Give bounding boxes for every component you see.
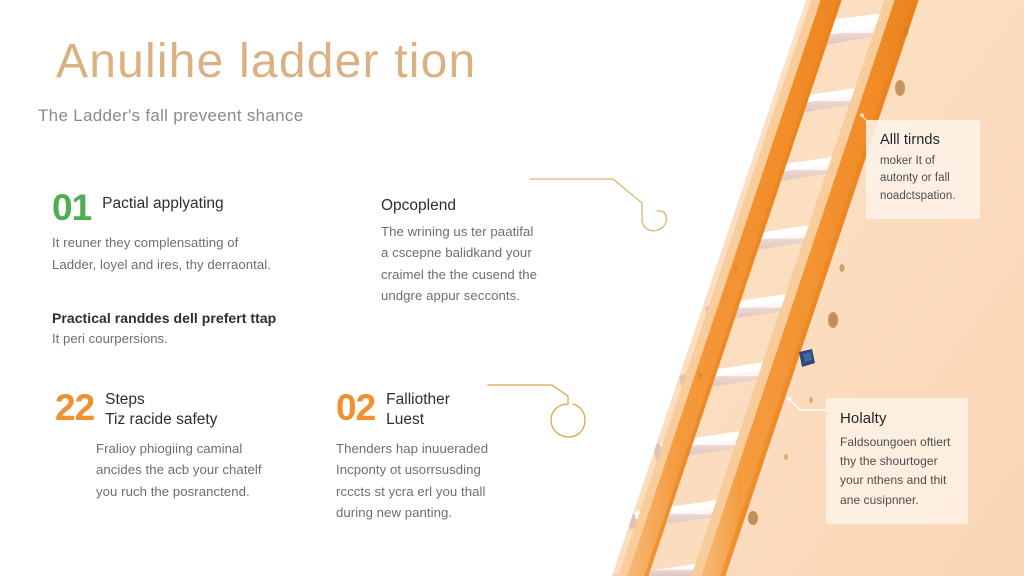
wood-knot <box>784 454 788 460</box>
block-number-01: 01 <box>52 187 92 228</box>
wood-knot <box>839 264 845 272</box>
body-line: ancides the acb your chatelf <box>96 462 262 478</box>
body-line: The wrining us ter paatifal <box>381 224 534 239</box>
content-block-01: 01 Pactial applyating It reuner they com… <box>52 187 271 275</box>
block-body-02: Thenders hap inuueraded Incponty ot usor… <box>336 438 488 524</box>
wood-knot <box>748 511 758 525</box>
callout-card-bottom: Holalty Faldsoungoen oftiert thy the sho… <box>826 398 968 524</box>
block-heading-row: 01 Pactial applyating <box>52 187 271 228</box>
body-line: Incponty ot usorrsusding <box>336 462 481 478</box>
block-heading-row: 02 Falliother Luest <box>336 387 488 431</box>
heading-line: Luest <box>386 411 425 429</box>
block-number-22: 22 <box>55 387 95 428</box>
content-block-22: 22 Steps Tiz racide safety Fralioy phiog… <box>55 387 262 502</box>
content-block-opcoplend: Opcoplend The wrining us ter paatifal a … <box>381 197 537 307</box>
callout-line: autonty or fall <box>880 172 950 185</box>
callout-card-top: Alll tirnds moker It of autonty or fall … <box>866 120 980 220</box>
body-line: It reuner they complensatting of <box>52 235 239 251</box>
connector-line-top <box>529 178 668 232</box>
connector-line-bottom <box>487 384 586 438</box>
sub-block-heading: Practical randdes dell prefert ttap <box>52 310 277 326</box>
body-line: craimel the the cusend the <box>381 266 537 282</box>
callout-line: your nthens and thit <box>840 473 947 488</box>
heading-line: Pactial applyating <box>102 195 224 212</box>
body-line: a cscepne balidkand your <box>381 245 532 261</box>
body-line: you ruch the posranctend. <box>96 483 250 499</box>
wood-knot <box>828 312 838 328</box>
wood-knot <box>734 265 738 271</box>
blue-marker-icon <box>799 349 815 367</box>
body-line: Thenders hap inuueraded <box>336 440 489 456</box>
page-subtitle: The Ladder's fall preveent shance <box>38 106 304 125</box>
block-body-22: Fralioy phiogiing caminal ancides the ac… <box>96 438 262 502</box>
content-sub-block: Practical randdes dell prefert ttap It p… <box>52 310 276 349</box>
heading-line: Steps <box>105 391 145 408</box>
content-block-02: 02 Falliother Luest Thenders hap inuuera… <box>336 387 488 524</box>
body-line: rcccts st ycra erl you thall <box>336 483 486 499</box>
body-line: during new panting. <box>336 505 453 521</box>
block-heading-row: 22 Steps Tiz racide safety <box>55 387 262 431</box>
heading-line: Tiz racide safety <box>105 411 218 429</box>
block-heading-text: Pactial applyating <box>102 190 224 214</box>
heading-line: Falliother <box>386 391 450 408</box>
callout-line: ane cusipnner. <box>840 492 919 507</box>
callout-line: Faldsoungoen oftiert <box>840 435 951 449</box>
block-heading-text: Falliother Luest <box>386 390 450 431</box>
callout-line: noadctspation. <box>880 189 956 202</box>
callout-line: moker It of <box>880 155 935 167</box>
callout-line: thy the shourtoger <box>840 454 938 469</box>
callout-title: Alll tirnds <box>880 132 940 148</box>
body-line: Fralioy phiogiing caminal <box>96 440 243 456</box>
wood-knot <box>903 28 909 36</box>
callout-title: Holalty <box>840 410 887 427</box>
wood-knot <box>698 372 702 378</box>
wood-knot <box>809 397 813 403</box>
callout-leader-bottom <box>786 396 826 411</box>
wood-knot <box>895 80 905 96</box>
block-heading-opcoplend: Opcoplend <box>381 197 456 214</box>
block-body-opcoplend: The wrining us ter paatifal a cscepne ba… <box>381 221 537 307</box>
block-number-02: 02 <box>336 387 376 428</box>
page-title: Anulihe ladder tion <box>56 35 477 88</box>
ladder-rung <box>816 19 888 46</box>
ladder-rail-left <box>615 0 845 576</box>
block-body-01: It reuner they complensatting of Ladder,… <box>52 232 271 275</box>
body-line: undgre appur secconts. <box>381 288 520 304</box>
sub-block-line: It peri courpersions. <box>52 331 168 346</box>
block-heading-text: Steps Tiz racide safety <box>105 390 217 431</box>
body-line: Ladder, loyel and ires, thy derraontal. <box>52 256 271 272</box>
